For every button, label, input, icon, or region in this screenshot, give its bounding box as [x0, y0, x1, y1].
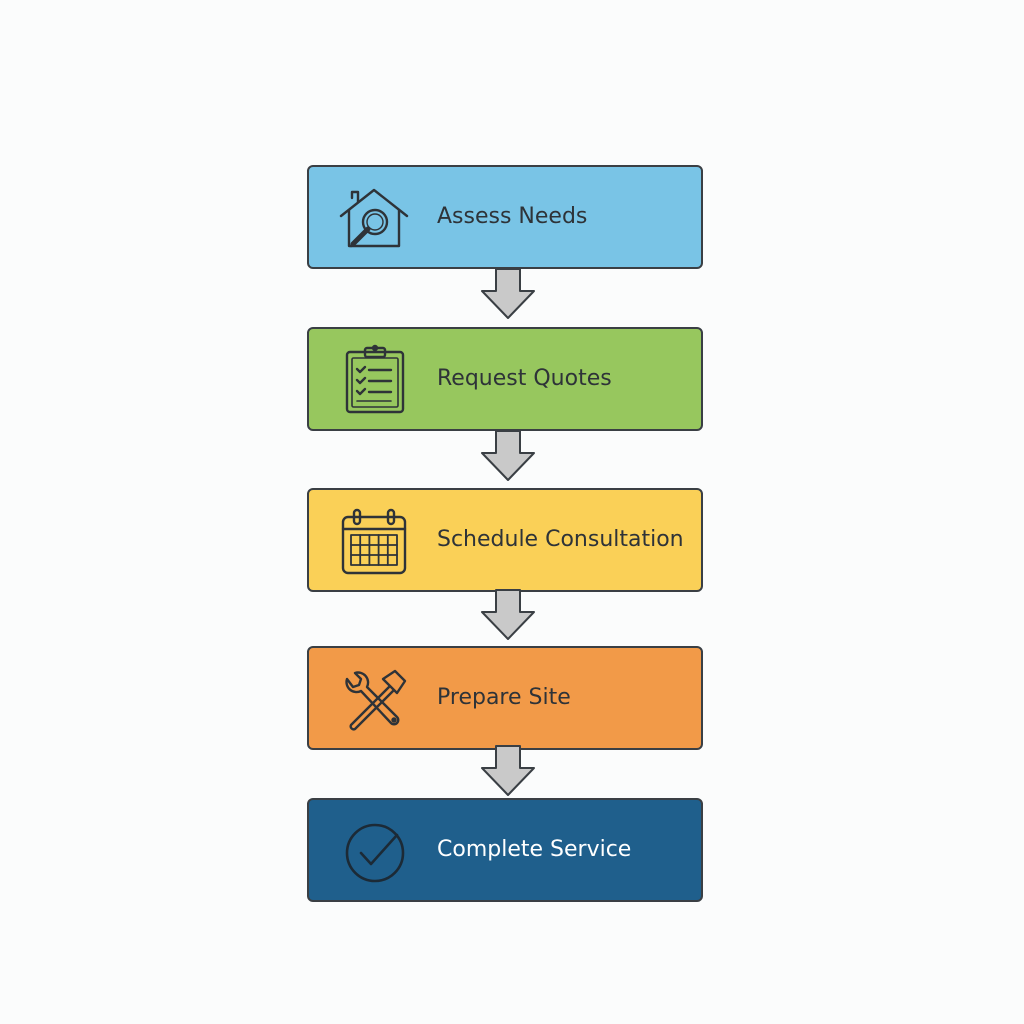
wrench-hammer-icon: [337, 665, 411, 735]
down-arrow: [478, 429, 538, 483]
house-search-icon: [337, 184, 411, 254]
step-prepare-site: Prepare Site: [307, 646, 703, 750]
step-request-quotes: Request Quotes: [307, 327, 703, 431]
step-label: Prepare Site: [437, 685, 571, 710]
down-arrow: [478, 744, 538, 798]
step-schedule-consultation: Schedule Consultation: [307, 488, 703, 592]
step-complete-service: Complete Service: [307, 798, 703, 902]
step-assess-needs: Assess Needs: [307, 165, 703, 269]
checkmark-circle-icon: [337, 817, 411, 887]
calendar-icon: [337, 507, 411, 577]
step-label: Schedule Consultation: [437, 527, 684, 552]
down-arrow: [478, 267, 538, 321]
down-arrow: [478, 588, 538, 642]
step-label: Complete Service: [437, 837, 632, 862]
step-label: Assess Needs: [437, 204, 588, 229]
step-label: Request Quotes: [437, 366, 612, 391]
clipboard-checklist-icon: [337, 344, 411, 416]
